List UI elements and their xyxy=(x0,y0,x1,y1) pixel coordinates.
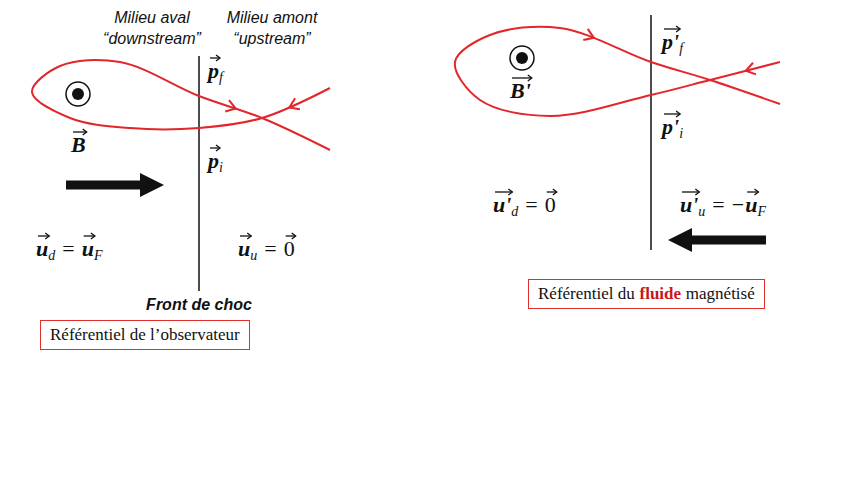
subscript: u xyxy=(698,203,705,221)
subscript: i xyxy=(219,159,223,177)
zero-vector: 0 xyxy=(545,188,556,221)
trajectory-arrowhead xyxy=(225,100,237,114)
field-circle xyxy=(510,46,534,70)
shock-front-line xyxy=(650,15,652,250)
vector-symbol: p xyxy=(208,144,219,177)
subscript: i xyxy=(679,125,683,143)
subscript: F xyxy=(94,247,103,265)
shock-front-label: Front de choc xyxy=(146,295,252,315)
operator: − xyxy=(732,188,744,221)
region-label: Milieu aval xyxy=(114,8,190,28)
frame-text: Référentiel de l’observateur xyxy=(50,324,240,346)
zero-vector: 0 xyxy=(284,232,295,265)
subscript: f xyxy=(219,69,223,87)
trajectory-arrowhead xyxy=(287,98,300,113)
frame-box: Référentiel dufluidemagnétisé xyxy=(528,279,765,309)
region-label: “downstream” xyxy=(103,29,201,49)
vector-symbol: u xyxy=(36,232,48,265)
trajectory-arrowhead xyxy=(583,29,596,43)
subscript: F xyxy=(757,203,766,221)
vector-symbol: u' xyxy=(680,188,698,221)
flow-arrow xyxy=(668,228,766,252)
field-dot xyxy=(516,52,528,64)
magnetic-field-symbol xyxy=(66,82,90,106)
field-circle xyxy=(66,82,90,106)
subscript: d xyxy=(48,247,55,265)
trajectory-arrowhead xyxy=(744,63,756,77)
operator: = xyxy=(62,232,74,265)
emphasis-text: fluide xyxy=(640,283,682,305)
flow-arrow-head xyxy=(668,228,692,252)
field-dot xyxy=(72,88,84,100)
vector-symbol: B' xyxy=(510,74,531,107)
vector-symbol: p' xyxy=(662,110,679,143)
vector-symbol: u xyxy=(238,232,250,265)
magnetic-field-symbol xyxy=(510,46,534,70)
region-label: “upstream” xyxy=(233,29,310,49)
region-label: Milieu amont xyxy=(227,8,318,28)
operator: = xyxy=(525,188,537,221)
flow-arrow-head xyxy=(140,173,164,197)
vector-arrows xyxy=(38,26,758,239)
vector-symbol: u' xyxy=(493,188,511,221)
particle-trajectory xyxy=(455,27,780,116)
vector-symbol: B xyxy=(71,128,86,161)
vector-symbol: u xyxy=(82,232,94,265)
frame-text: Référentiel du xyxy=(538,283,635,305)
frame-text: magnétisé xyxy=(686,283,755,305)
trajectory xyxy=(455,27,780,116)
subscript: u xyxy=(250,247,257,265)
operator: = xyxy=(712,188,724,221)
vector-symbol: u xyxy=(745,188,757,221)
subscript: d xyxy=(511,203,518,221)
frame-box: Référentiel de l’observateur xyxy=(40,320,250,350)
flow-arrow-shaft xyxy=(66,181,142,190)
flow-arrow-shaft xyxy=(690,236,766,245)
subscript: f xyxy=(679,40,683,58)
operator: = xyxy=(264,232,276,265)
vector-symbol: p xyxy=(208,54,219,87)
flow-arrow xyxy=(66,173,164,197)
vector-symbol: p' xyxy=(662,25,679,58)
shock-front-line xyxy=(198,56,200,291)
